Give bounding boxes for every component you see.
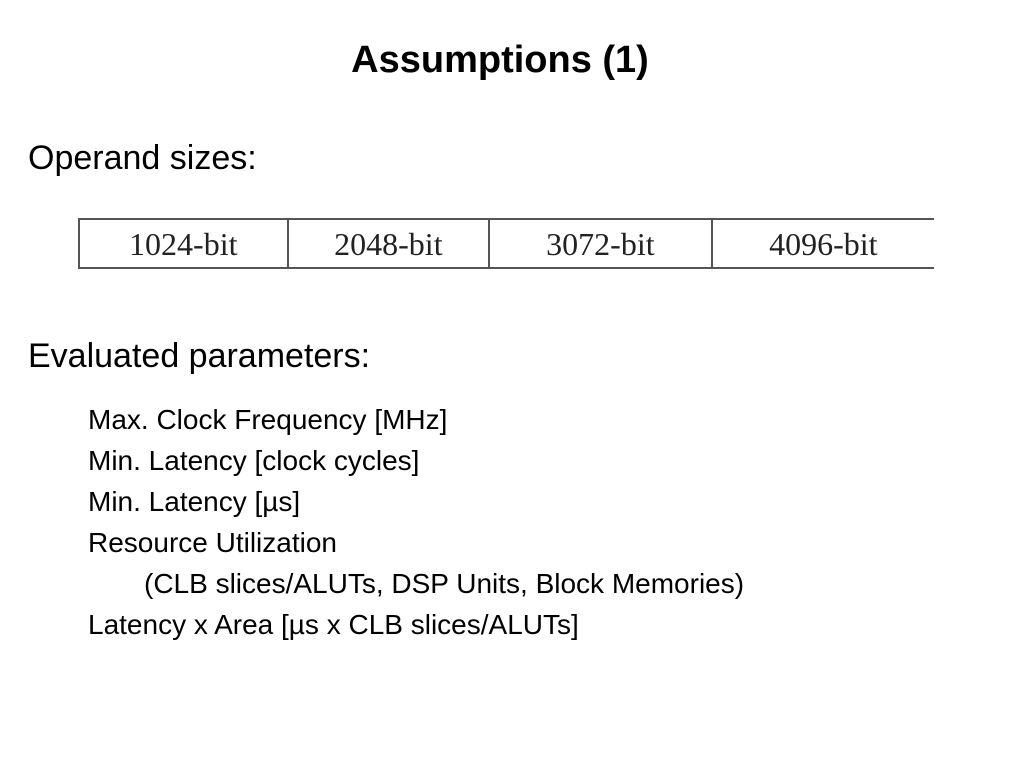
list-item: Latency x Area [µs x CLB slices/ALUTs]: [88, 609, 579, 640]
table-row: 1024-bit 2048-bit 3072-bit 4096-bit: [78, 218, 934, 269]
list-item: Min. Latency [clock cycles]: [88, 445, 420, 476]
table-cell: 4096-bit: [710, 218, 934, 269]
table-cell: 2048-bit: [286, 218, 490, 269]
slide-title: Assumptions (1): [351, 39, 649, 81]
operand-sizes-table: 1024-bit 2048-bit 3072-bit 4096-bit: [78, 218, 934, 269]
list-item: Resource Utilization: [88, 527, 337, 558]
list-item: (CLB slices/ALUTs, DSP Units, Block Memo…: [144, 568, 745, 599]
list-item: Max. Clock Frequency [MHz]: [88, 404, 448, 435]
list-item: Min. Latency [µs]: [88, 486, 301, 517]
table-cell: 1024-bit: [78, 218, 288, 269]
evaluated-parameters-heading: Evaluated parameters:: [28, 337, 371, 375]
table-cell: 3072-bit: [488, 218, 712, 269]
parameter-list: Max. Clock Frequency [MHz] Min. Latency …: [88, 399, 744, 645]
operand-sizes-heading: Operand sizes:: [28, 139, 257, 177]
